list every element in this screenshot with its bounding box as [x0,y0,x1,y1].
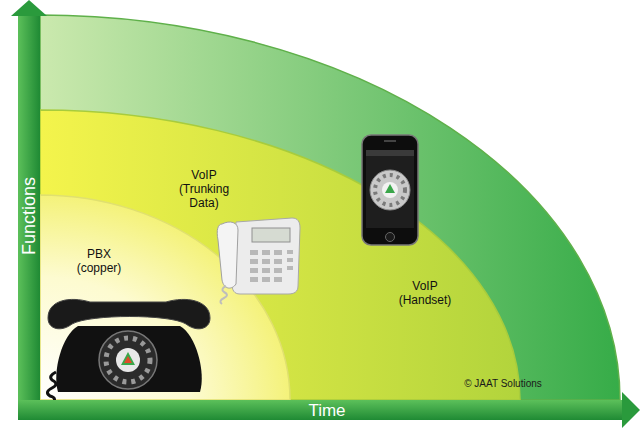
axis-label: Functions [18,166,40,266]
quarter-band: VoIP (Trunking Data) PBX (copper) [40,110,520,400]
band-label: PBX (copper) [70,247,128,275]
horizontal-arrowhead [622,392,640,428]
quarter-band: VoIP (Handset) VoIP (Trunking Data) PBX (c… [40,15,620,400]
smartphone [362,135,418,245]
vertical-axis [18,14,40,420]
vertical-arrowhead [11,0,47,16]
band-shape [40,195,290,400]
copyright-note: © JAAT Solutions [458,377,548,391]
band-fill [40,110,520,400]
axis-label: Time [277,400,377,421]
desk-phone [217,218,300,304]
band-fill [40,195,290,400]
band-label: VoIP (Trunking Data) [168,168,240,210]
band-label: VoIP (Handset) [392,279,458,307]
band-fill [40,15,620,400]
horizontal-axis [18,400,624,420]
quarter-band: PBX (copper) [40,195,290,400]
rotary-phone [47,299,210,404]
